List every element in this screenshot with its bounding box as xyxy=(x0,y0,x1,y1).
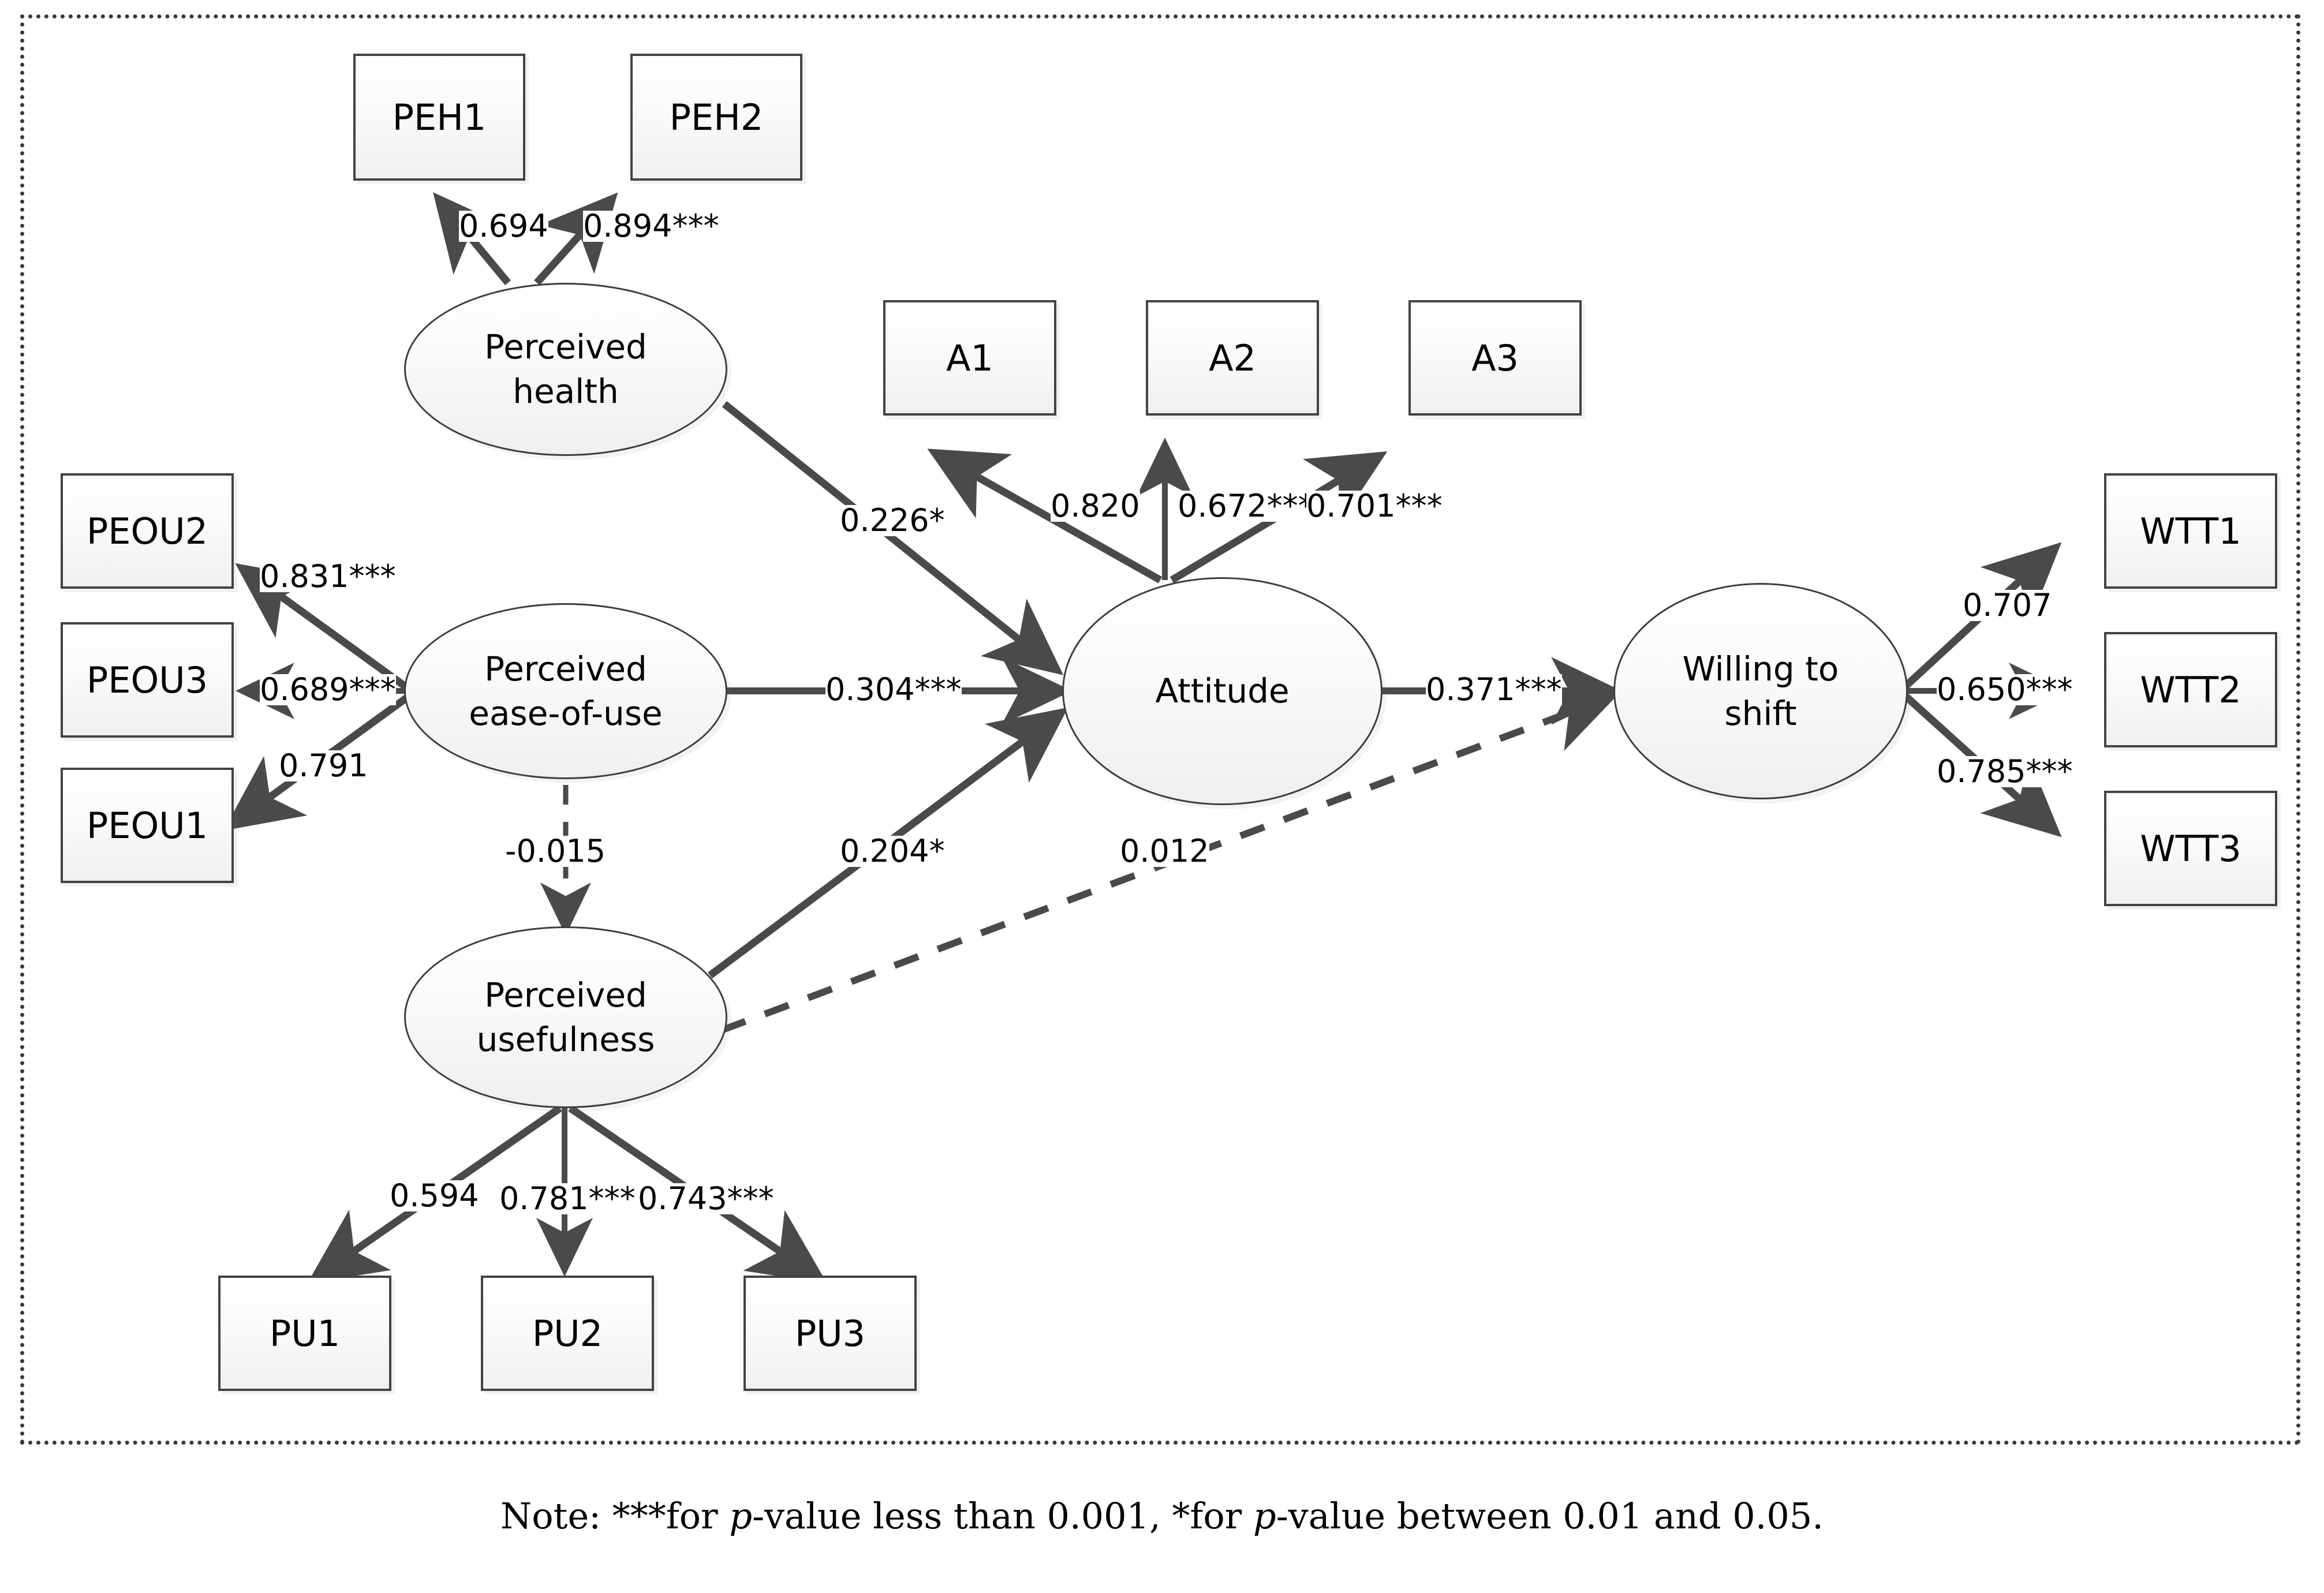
coefficient-label-peh1: 0.694 xyxy=(459,208,548,244)
latent-label-usefulness-line2: usefulness xyxy=(476,1019,655,1059)
latent-label-attitude: Attitude xyxy=(1155,671,1290,711)
indicator-box-wtt3[interactable]: WTT3 xyxy=(2104,791,2277,906)
latent-label-eou-line2: ease-of-use xyxy=(469,693,663,733)
note-italic-p-2: p xyxy=(1253,1495,1276,1537)
indicator-label-a1: A1 xyxy=(946,336,993,379)
indicator-label-a2: A2 xyxy=(1209,336,1256,379)
indicator-box-a3[interactable]: A3 xyxy=(1408,300,1582,416)
coefficient-label-peou1: 0.791 xyxy=(279,747,368,784)
coefficient-label-peou2: 0.831*** xyxy=(260,558,396,594)
indicator-label-pu2: PU2 xyxy=(532,1312,603,1355)
latent-label-perceived-health-line1: Perceived xyxy=(484,327,647,367)
coefficient-label-a3: 0.701*** xyxy=(1306,488,1443,524)
figure-note: Note: ***for p-value less than 0.001, *f… xyxy=(0,1495,2324,1537)
indicator-box-peou2[interactable]: PEOU2 xyxy=(61,473,234,589)
diagram-dotted-frame xyxy=(20,14,2300,1445)
indicator-label-pu3: PU3 xyxy=(794,1312,866,1355)
latent-node-attitude[interactable]: Attitude xyxy=(1062,577,1383,805)
note-prefix: Note: ***for xyxy=(500,1495,730,1537)
indicator-box-pu2[interactable]: PU2 xyxy=(481,1276,654,1391)
coefficient-label-eou-to-usefulness: -0.015 xyxy=(505,833,606,869)
indicator-box-wtt2[interactable]: WTT2 xyxy=(2104,632,2277,747)
indicator-label-peou3: PEOU3 xyxy=(86,659,208,701)
coefficient-label-pu3: 0.743*** xyxy=(638,1180,774,1217)
latent-node-perceived-health[interactable]: Perceived health xyxy=(404,283,727,456)
coefficient-label-wtt2: 0.650*** xyxy=(1937,671,2073,708)
coefficient-label-peou3: 0.689*** xyxy=(260,671,396,708)
coefficient-label-wtt3: 0.785*** xyxy=(1937,753,2073,790)
latent-node-perceived-usefulness[interactable]: Perceived usefulness xyxy=(404,926,727,1108)
indicator-box-a2[interactable]: A2 xyxy=(1146,300,1319,416)
indicator-label-a3: A3 xyxy=(1471,336,1519,379)
indicator-label-peou2: PEOU2 xyxy=(86,510,208,552)
coefficient-label-eou-to-attitude: 0.304*** xyxy=(825,671,962,708)
latent-label-perceived-health-line2: health xyxy=(513,372,619,411)
coefficient-label-wtt1: 0.707 xyxy=(1963,587,2052,623)
note-italic-p-1: p xyxy=(729,1495,753,1537)
indicator-label-wtt2: WTT2 xyxy=(2140,668,2241,711)
indicator-box-wtt1[interactable]: WTT1 xyxy=(2104,473,2277,589)
indicator-box-peou1[interactable]: PEOU1 xyxy=(61,768,234,883)
indicator-box-a1[interactable]: A1 xyxy=(883,300,1056,416)
coefficient-label-usefulness-to-attitude: 0.204* xyxy=(840,833,945,869)
indicator-box-peh1[interactable]: PEH1 xyxy=(353,54,525,181)
coefficient-label-pu1: 0.594 xyxy=(390,1177,479,1214)
indicator-box-peou3[interactable]: PEOU3 xyxy=(61,622,234,738)
indicator-label-wtt1: WTT1 xyxy=(2140,510,2241,552)
indicator-label-peh2: PEH2 xyxy=(669,96,764,139)
coefficient-label-usefulness-to-willing: 0.012 xyxy=(1120,833,1209,869)
indicator-box-pu1[interactable]: PU1 xyxy=(218,1276,391,1391)
indicator-box-peh2[interactable]: PEH2 xyxy=(630,54,802,181)
coefficient-label-peh2: 0.894*** xyxy=(583,208,719,244)
note-suffix: -value between 0.01 and 0.05. xyxy=(1276,1495,1824,1537)
coefficient-label-attitude-to-willing: 0.371*** xyxy=(1426,671,1562,708)
indicator-box-pu3[interactable]: PU3 xyxy=(743,1276,917,1391)
note-mid: -value less than 0.001, *for xyxy=(752,1495,1254,1537)
latent-label-willing-line1: Willing to xyxy=(1682,649,1839,689)
latent-node-willing-to-shift[interactable]: Willing to shift xyxy=(1613,583,1908,799)
indicator-label-peh1: PEH1 xyxy=(392,96,487,139)
indicator-label-pu1: PU1 xyxy=(269,1312,341,1355)
indicator-label-peou1: PEOU1 xyxy=(86,804,208,847)
coefficient-label-a2: 0.672*** xyxy=(1178,488,1314,524)
latent-label-eou-line1: Perceived xyxy=(484,649,647,689)
indicator-label-wtt3: WTT3 xyxy=(2140,827,2241,870)
latent-label-usefulness-line1: Perceived xyxy=(484,975,647,1015)
latent-node-perceived-ease-of-use[interactable]: Perceived ease-of-use xyxy=(404,603,727,779)
latent-label-willing-line2: shift xyxy=(1724,693,1797,733)
coefficient-label-a1: 0.820 xyxy=(1051,488,1140,524)
coefficient-label-health-to-attitude: 0.226* xyxy=(840,502,945,539)
coefficient-label-pu2: 0.781*** xyxy=(499,1180,636,1217)
